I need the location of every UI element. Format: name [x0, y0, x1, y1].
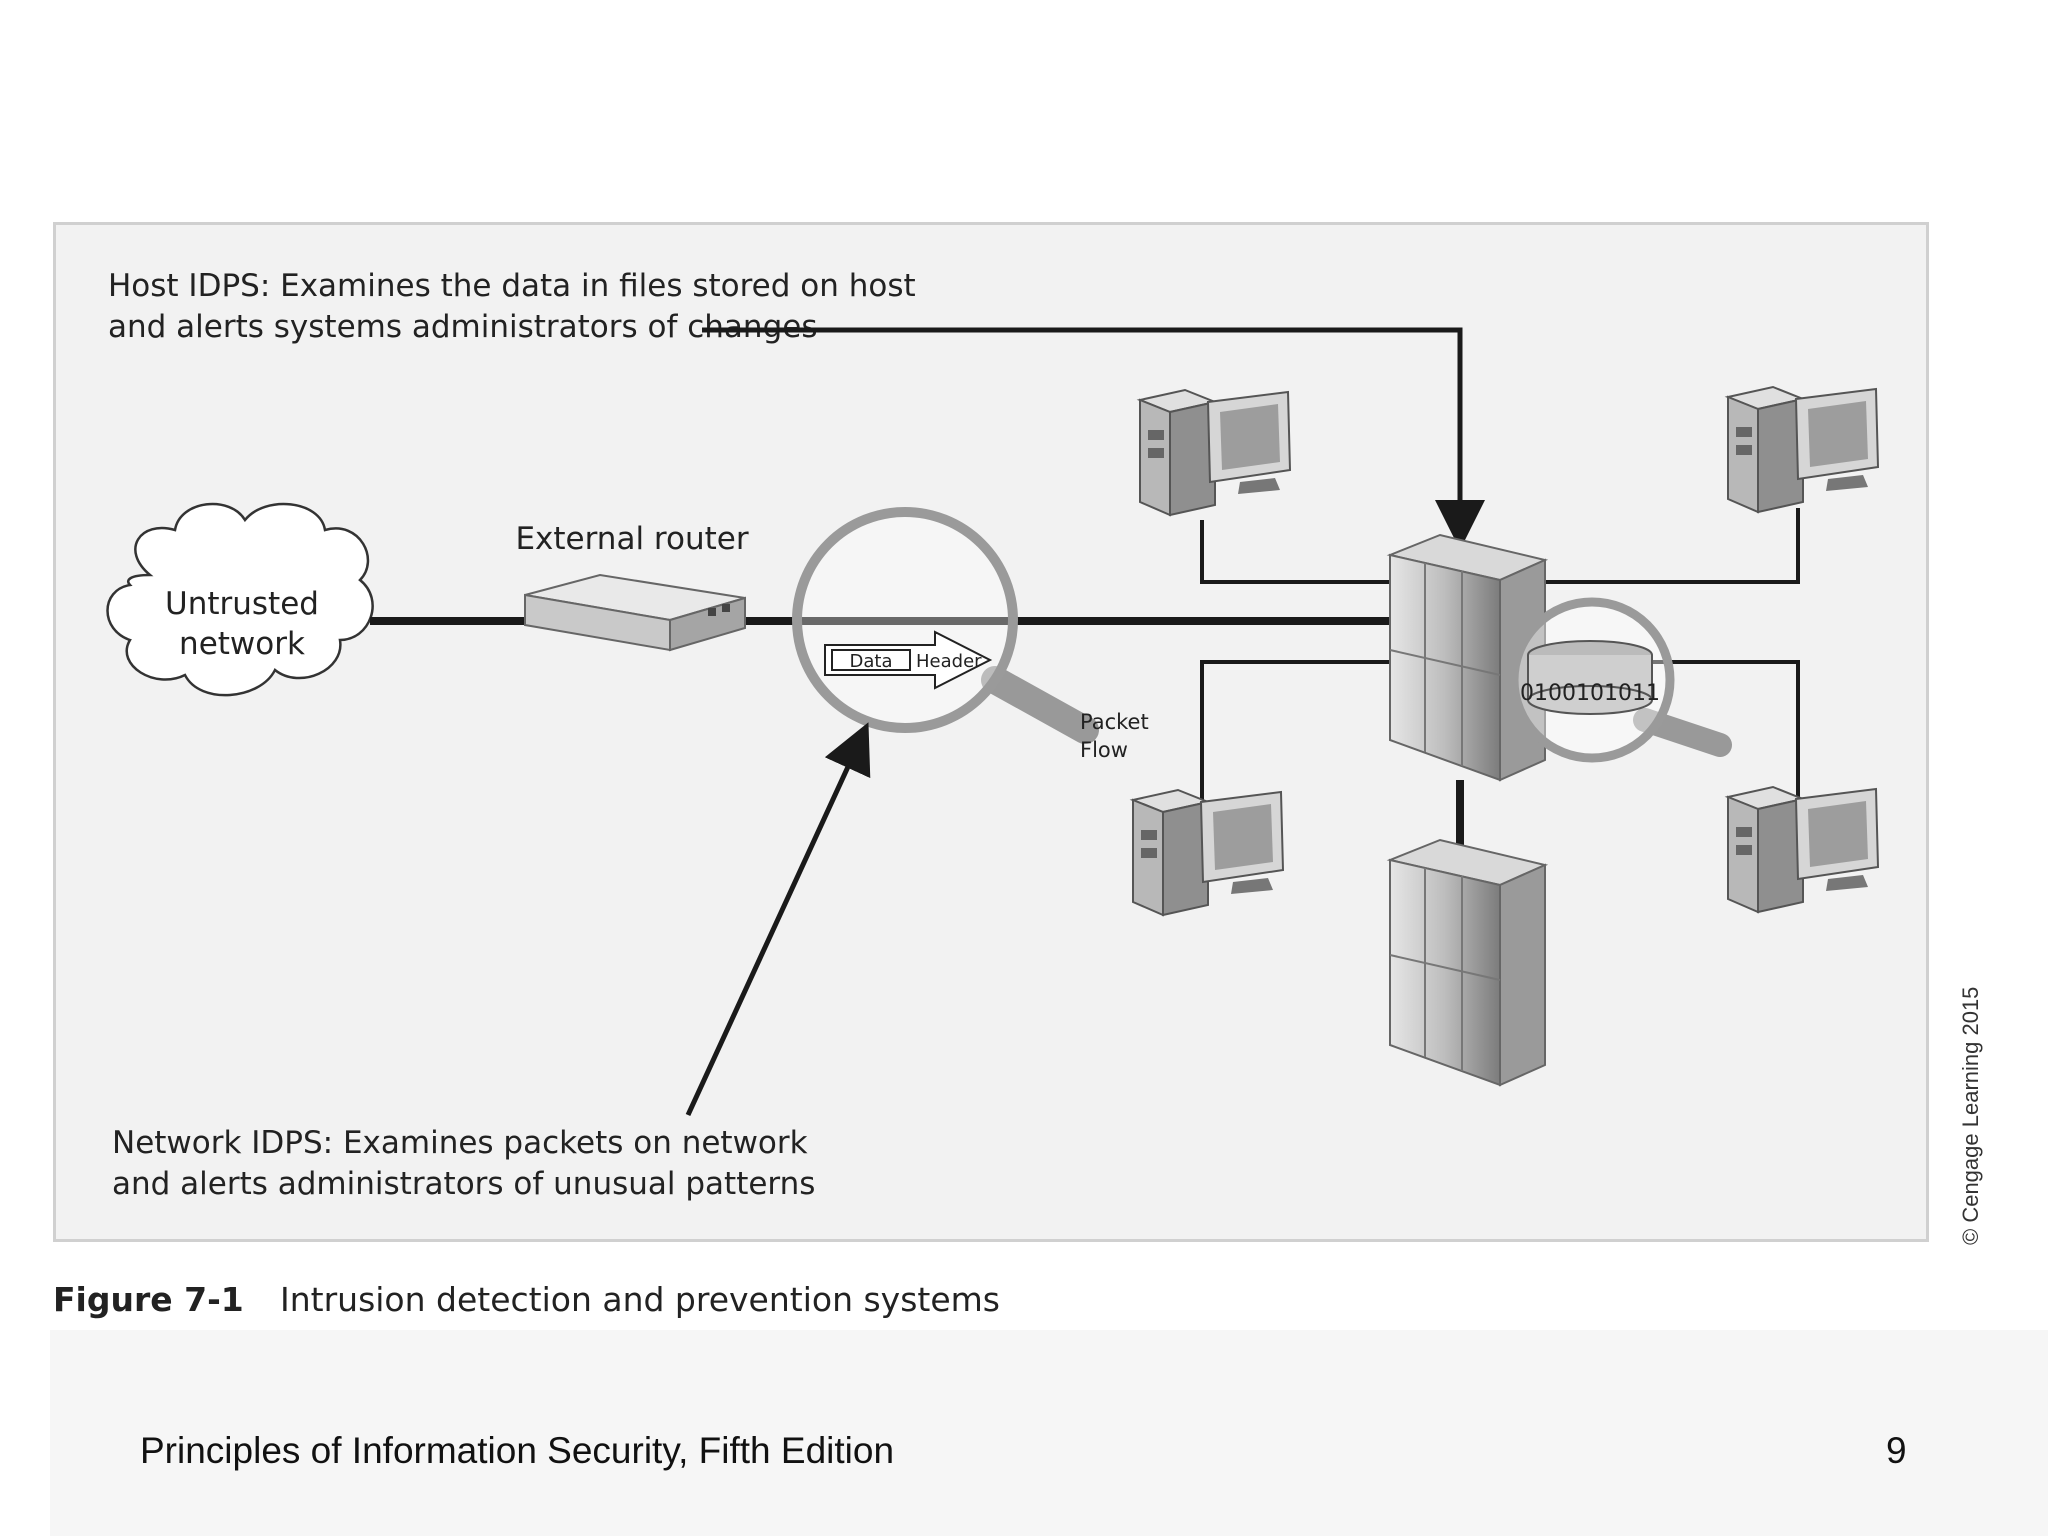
- packet-flow-label-line2: Flow: [1080, 738, 1128, 762]
- figure-number: Figure 7-1: [53, 1280, 244, 1319]
- workstation-icon-top-right: [1724, 385, 1880, 514]
- packet-header-label: Header: [916, 651, 982, 672]
- router-label: External router: [515, 521, 748, 557]
- workstation-icon-top-left: [1136, 388, 1292, 517]
- footer-book-title: Principles of Information Security, Fift…: [140, 1430, 895, 1471]
- workstation-icon-bottom-left: [1129, 788, 1285, 917]
- untrusted-network-cloud: Untrusted network: [106, 502, 374, 697]
- binary-data-label: 0100101011: [1520, 681, 1660, 706]
- network-idps-arrow: [685, 722, 871, 1117]
- packet-data-label: Data: [850, 651, 893, 672]
- figure-title: Intrusion detection and prevention syste…: [280, 1280, 1000, 1319]
- cloud-label-line1: Untrusted: [165, 586, 319, 622]
- cloud-label-line2: network: [179, 626, 305, 662]
- footer-page-number: 9: [1886, 1430, 1907, 1471]
- copyright-credit: © Cengage Learning 2015: [1958, 986, 1983, 1245]
- host-idps-label-line1: Host IDPS: Examines the data in files st…: [108, 268, 916, 304]
- packet-flow-label-line1: Packet: [1080, 710, 1149, 734]
- host-idps-label-line2: and alerts systems administrators of cha…: [108, 309, 817, 345]
- network-idps-label-line2: and alerts administrators of unusual pat…: [112, 1166, 815, 1202]
- host-server-icon: [1386, 533, 1549, 782]
- network-magnifier-icon: [792, 507, 1099, 744]
- figure-frame: [53, 222, 1929, 1242]
- secondary-server-icon: [1386, 838, 1549, 1087]
- workstation-icon-bottom-right: [1724, 785, 1880, 914]
- network-idps-label-line1: Network IDPS: Examines packets on networ…: [112, 1125, 808, 1161]
- host-idps-arrow: [702, 327, 1485, 550]
- host-magnifier-icon: [1509, 597, 1732, 763]
- external-router-icon: [524, 573, 746, 652]
- slide-lower-band: [50, 1330, 2048, 1536]
